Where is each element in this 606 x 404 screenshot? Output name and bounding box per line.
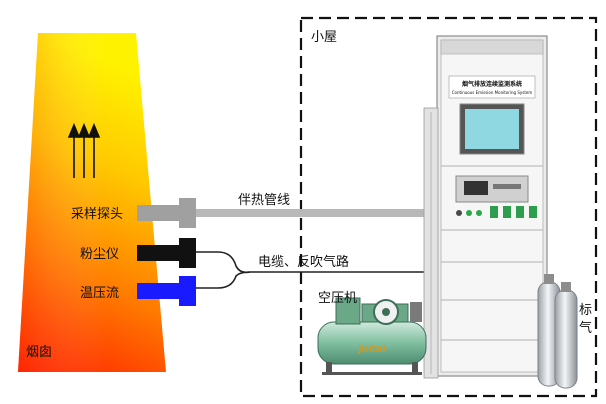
compressor-brand: JUCAI <box>357 345 386 355</box>
heat-trace-line <box>196 209 432 217</box>
dust-meter <box>137 238 196 268</box>
cable-line <box>196 251 432 289</box>
tpf-label: 温压流 <box>80 286 119 301</box>
cable-label: 电缆、反吹气路 <box>258 254 349 270</box>
compressor-label: 空压机 <box>318 291 357 306</box>
tpf-meter <box>137 276 196 306</box>
cabinet-title: 烟气排放连续监测系统 <box>462 80 522 88</box>
cabinet-screen <box>465 109 519 149</box>
gas-label-2: 气 <box>579 320 592 336</box>
gas-cylinders <box>537 274 578 389</box>
chimney-label: 烟囱 <box>26 345 52 360</box>
gas-label-1: 标 <box>579 303 592 318</box>
air-compressor <box>317 297 427 375</box>
probe-label: 采样探头 <box>71 207 123 222</box>
house-boundary <box>299 16 598 398</box>
chimney <box>18 33 166 372</box>
heat-trace-label: 伴热管线 <box>238 193 290 208</box>
house-label: 小屋 <box>311 30 337 45</box>
flue-gas-arrows <box>67 122 101 178</box>
cabinet-subtitle: Continuous Emission Monitoring System <box>452 90 533 95</box>
sampling-probe <box>137 198 196 228</box>
cems-cabinet <box>423 35 548 379</box>
dust-label: 粉尘仪 <box>80 247 119 262</box>
